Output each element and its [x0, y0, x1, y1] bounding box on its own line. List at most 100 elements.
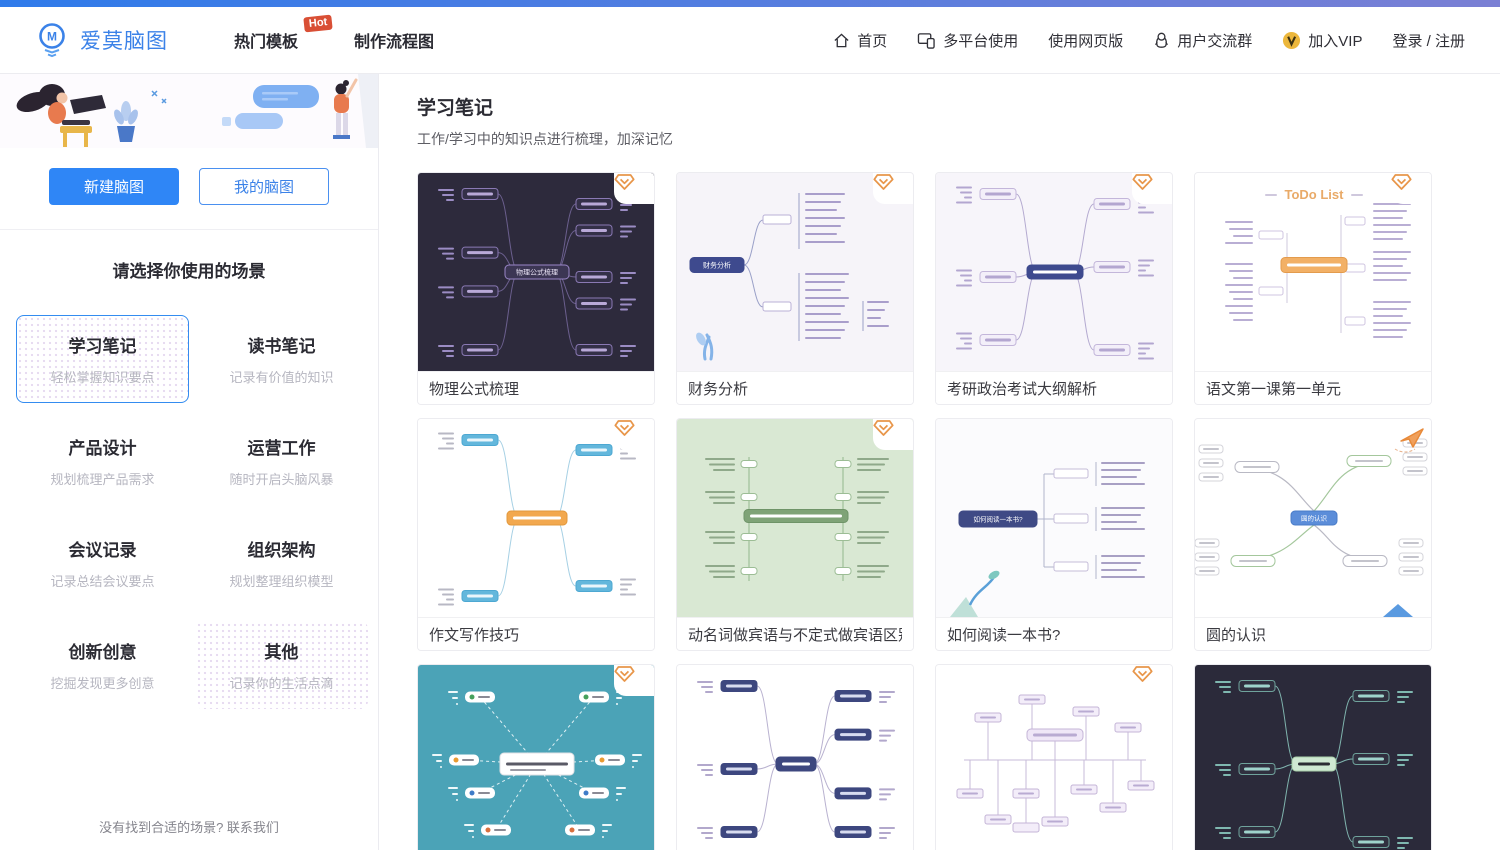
- scene-title: 创新创意: [68, 643, 137, 662]
- card-footer: 作文写作技巧: [418, 617, 654, 650]
- template-thumbnail: [418, 419, 654, 617]
- template-thumbnail: [936, 173, 1172, 371]
- brand-logo[interactable]: M 爱莫脑图: [34, 21, 168, 59]
- vip-gem-icon: [873, 419, 913, 450]
- vip-gem-icon: [1391, 173, 1431, 204]
- template-thumbnail: 财务分析: [677, 173, 913, 371]
- sidebar: 新建脑图 我的脑图 请选择你使用的场景 学习笔记轻松掌握知识要点读书笔记记录有价…: [0, 74, 379, 850]
- card-title: 语文第一课第一单元: [1206, 380, 1342, 398]
- card-footer: 考研政治考试大纲解析: [936, 371, 1172, 404]
- scene-item-2[interactable]: 产品设计规划梳理产品需求: [16, 417, 189, 505]
- card-title: 圆的认识: [1206, 626, 1267, 644]
- template-card-5[interactable]: 动名词做宾语与不定式做宾语区别: [676, 418, 914, 651]
- template-thumbnail: 如何阅读一本书?: [936, 419, 1172, 617]
- scene-item-3[interactable]: 运营工作随时开启头脑风暴: [195, 417, 368, 505]
- scene-title: 读书笔记: [247, 337, 316, 356]
- scene-item-7[interactable]: 其他记录你的生活点滴: [195, 621, 368, 709]
- hero-illustration-art: [16, 74, 378, 148]
- template-card-6[interactable]: 如何阅读一本书? 如何阅读一本书?: [935, 418, 1173, 651]
- card-footer: 如何阅读一本书?: [936, 617, 1172, 650]
- template-thumbnail: 圆的认识: [1195, 419, 1431, 617]
- scene-item-5[interactable]: 组织架构规划整理组织模型: [195, 519, 368, 607]
- page-subtitle: 工作/学习中的知识点进行梳理，加深记忆: [417, 131, 673, 147]
- hero-illustration: [0, 74, 378, 148]
- contact-link[interactable]: 联系我们: [226, 820, 279, 835]
- my-mindmaps-button[interactable]: 我的脑图: [199, 168, 329, 205]
- header-link-label: 多平台使用: [943, 32, 1019, 50]
- template-card-9[interactable]: [676, 664, 914, 850]
- vip-icon: [1282, 31, 1301, 50]
- nav-item-1[interactable]: 制作流程图: [354, 28, 434, 52]
- top-accent-line: [0, 0, 1500, 7]
- header-link-label: 登录 / 注册: [1392, 32, 1465, 50]
- svg-text:物理公式梳理: 物理公式梳理: [516, 267, 558, 276]
- card-title: 物理公式梳理: [429, 380, 520, 398]
- header-link-2[interactable]: 使用网页版: [1048, 30, 1123, 51]
- devices-icon: [917, 32, 936, 49]
- scene-subtitle: 记录有价值的知识: [229, 370, 334, 385]
- svg-text:财务分析: 财务分析: [703, 260, 731, 269]
- scene-heading: 请选择你使用的场景: [112, 262, 266, 281]
- home-icon: [833, 32, 850, 49]
- card-footer: 物理公式梳理: [418, 371, 654, 404]
- scene-item-1[interactable]: 读书笔记记录有价值的知识: [195, 315, 368, 403]
- scene-title: 组织架构: [247, 541, 316, 560]
- scene-grid: 学习笔记轻松掌握知识要点读书笔记记录有价值的知识产品设计规划梳理产品需求运营工作…: [0, 315, 378, 709]
- scene-title: 运营工作: [247, 439, 316, 458]
- header-right-nav: 首页 多平台使用 使用网页版 用户交流群 加入VIP 登录 / 注册: [833, 30, 1465, 51]
- template-card-1[interactable]: 财务分析财务分析: [676, 172, 914, 405]
- card-title: 如何阅读一本书?: [947, 626, 1061, 644]
- header-link-1[interactable]: 多平台使用: [917, 30, 1018, 51]
- header-link-0[interactable]: 首页: [833, 30, 887, 51]
- template-thumbnail: [1195, 665, 1431, 850]
- vip-gem-icon: [614, 419, 654, 450]
- nav-item-label: 制作流程图: [354, 34, 435, 51]
- nav-item-label: 热门模板: [234, 34, 299, 51]
- sidebar-divider: [0, 229, 378, 230]
- no-scene-text: 没有找到合适的场景?: [99, 820, 224, 835]
- scene-title: 产品设计: [68, 439, 137, 458]
- sidebar-footer: 没有找到合适的场景? 联系我们: [0, 817, 378, 836]
- template-thumbnail: [677, 665, 913, 850]
- vip-gem-icon: [1132, 173, 1172, 204]
- template-card-8[interactable]: [417, 664, 655, 850]
- main-content: 学习笔记 工作/学习中的知识点进行梳理，加深记忆 物理公式梳理物理公式梳理财务分…: [380, 74, 1500, 850]
- header-link-label: 加入VIP: [1308, 32, 1363, 50]
- svg-text:圆的认识: 圆的认识: [1301, 513, 1328, 522]
- vip-gem-icon: [614, 173, 654, 204]
- template-thumbnail: [418, 665, 654, 850]
- svg-text:ToDo List: ToDo List: [1285, 187, 1345, 202]
- scene-item-0[interactable]: 学习笔记轻松掌握知识要点: [16, 315, 189, 403]
- scene-subtitle: 轻松掌握知识要点: [50, 370, 155, 385]
- qq-icon: [1153, 31, 1170, 49]
- template-card-11[interactable]: [1194, 664, 1432, 850]
- template-card-3[interactable]: ToDo List 语文第一课第一单元: [1194, 172, 1432, 405]
- header-link-5[interactable]: 登录 / 注册: [1392, 30, 1465, 51]
- template-thumbnail: ToDo List: [1195, 173, 1431, 371]
- card-title: 作文写作技巧: [429, 626, 520, 644]
- template-card-4[interactable]: 作文写作技巧: [417, 418, 655, 651]
- template-thumbnail: 物理公式梳理: [418, 173, 654, 371]
- scene-subtitle: 挖掘发现更多创意: [50, 676, 155, 691]
- vip-gem-icon: [873, 173, 913, 204]
- template-thumbnail: [936, 665, 1172, 850]
- scene-title: 学习笔记: [68, 337, 137, 356]
- header-link-label: 首页: [857, 32, 888, 50]
- scene-item-4[interactable]: 会议记录记录总结会议要点: [16, 519, 189, 607]
- scene-item-6[interactable]: 创新创意挖掘发现更多创意: [16, 621, 189, 709]
- template-card-0[interactable]: 物理公式梳理物理公式梳理: [417, 172, 655, 405]
- template-card-2[interactable]: 考研政治考试大纲解析: [935, 172, 1173, 405]
- new-mindmap-button[interactable]: 新建脑图: [49, 168, 179, 205]
- scene-title: 会议记录: [68, 541, 137, 560]
- svg-text:M: M: [47, 30, 57, 44]
- header-link-4[interactable]: 加入VIP: [1282, 30, 1362, 51]
- logo-bulb-icon: M: [39, 23, 65, 58]
- page-title: 学习笔记: [417, 98, 494, 119]
- template-card-7[interactable]: 圆的认识圆的认识: [1194, 418, 1432, 651]
- header-link-3[interactable]: 用户交流群: [1153, 30, 1252, 51]
- template-card-10[interactable]: [935, 664, 1173, 850]
